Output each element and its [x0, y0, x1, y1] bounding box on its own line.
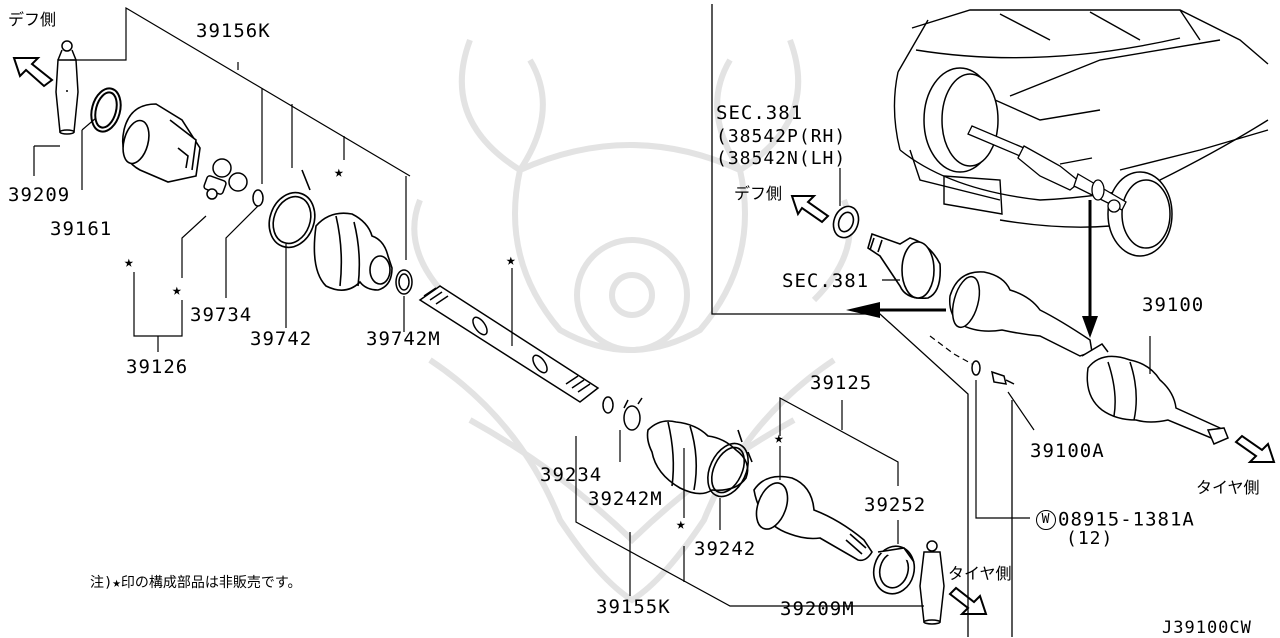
ring-39161 — [90, 87, 122, 133]
part-label-39742m: 39742M — [366, 328, 441, 350]
label-sec381-mid: SEC.381 — [782, 270, 870, 292]
part-label-39155k: 39155K — [596, 596, 671, 618]
part-label-39734: 39734 — [190, 304, 253, 326]
ring-39252 — [872, 545, 916, 595]
part-label-39234: 39234 — [540, 464, 603, 486]
part-label-39252: 39252 — [864, 494, 927, 516]
tool-39209 — [55, 40, 79, 135]
diagram-code: J39100CW — [1162, 618, 1252, 638]
part-label-39126: 39126 — [126, 356, 189, 378]
joint-housing — [121, 103, 201, 183]
shaft-assembly-39100 — [948, 271, 1229, 445]
outer-joint — [753, 475, 873, 562]
band-39742 — [268, 169, 316, 249]
star-marker: ★ — [506, 250, 516, 269]
label-diff-side-right: デフ側 — [734, 184, 783, 203]
part-label-39242: 39242 — [694, 538, 757, 560]
snap-ring-39234 — [602, 396, 614, 414]
star-marker: ★ — [676, 514, 686, 533]
part-label-39100a: 39100A — [1030, 440, 1105, 462]
part-label-39100: 39100 — [1142, 294, 1205, 316]
star-marker: ★ — [172, 280, 182, 299]
diff-arrow-left — [12, 57, 54, 88]
part-label-39161: 39161 — [50, 218, 113, 240]
tool-39209m — [919, 540, 945, 625]
leader-39126 — [133, 215, 207, 352]
spider-assembly — [203, 158, 248, 200]
drive-shaft — [418, 285, 600, 403]
label-diff-side-left: デフ側 — [8, 10, 57, 29]
tire-arrow-right — [1234, 434, 1276, 463]
vehicle-driveshaft — [967, 125, 1127, 213]
oil-seal-38542 — [832, 205, 860, 239]
label-sec381-top: SEC.381 — [716, 102, 804, 124]
star-marker: ★ — [124, 252, 134, 271]
boot-inner — [313, 212, 393, 291]
bolt-39100a — [971, 360, 1015, 385]
vehicle-wheels — [923, 67, 1173, 257]
label-tire-side-right: タイヤ側 — [1196, 478, 1260, 497]
part-label-38542p: (38542P(RH) — [716, 126, 847, 147]
leader-lower — [575, 396, 924, 607]
clamp-39242m — [623, 397, 643, 431]
boot-outer — [646, 420, 749, 495]
leader-08915 — [975, 380, 1030, 519]
part-label-39742: 39742 — [250, 328, 313, 350]
leader-misc-left — [225, 205, 405, 332]
part-label-39242m: 39242M — [588, 488, 663, 510]
arrow-down-vehicle — [1082, 316, 1098, 338]
arrow-left-shaft — [846, 302, 946, 318]
quantity-label: (12) — [1066, 528, 1114, 549]
part-label-39125: 39125 — [810, 372, 873, 394]
leader-39156k — [70, 6, 411, 260]
clamp-39742m — [395, 269, 413, 295]
star-marker: ★ — [334, 162, 344, 181]
star-marker: ★ — [774, 428, 784, 447]
diff-arrow-right — [790, 195, 830, 224]
footnote-not-sold: 注)★印の構成部品は非販売です。 — [90, 575, 302, 591]
snap-ring-39734 — [252, 189, 264, 207]
label-tire-side-bottom: タイヤ側 — [948, 564, 1012, 583]
part-label-39209: 39209 — [8, 184, 71, 206]
band-39242 — [707, 429, 753, 498]
part-label-39209m: 39209M — [780, 598, 855, 620]
flange-shaft — [867, 232, 942, 300]
part-label-39156k: 39156K — [196, 20, 271, 42]
washer-symbol: W — [1036, 510, 1056, 530]
watermark-emblem — [411, 38, 853, 604]
part-label-38542n: (38542N(LH) — [716, 148, 847, 169]
part-number-08915: 08915-1381A — [1058, 508, 1195, 531]
